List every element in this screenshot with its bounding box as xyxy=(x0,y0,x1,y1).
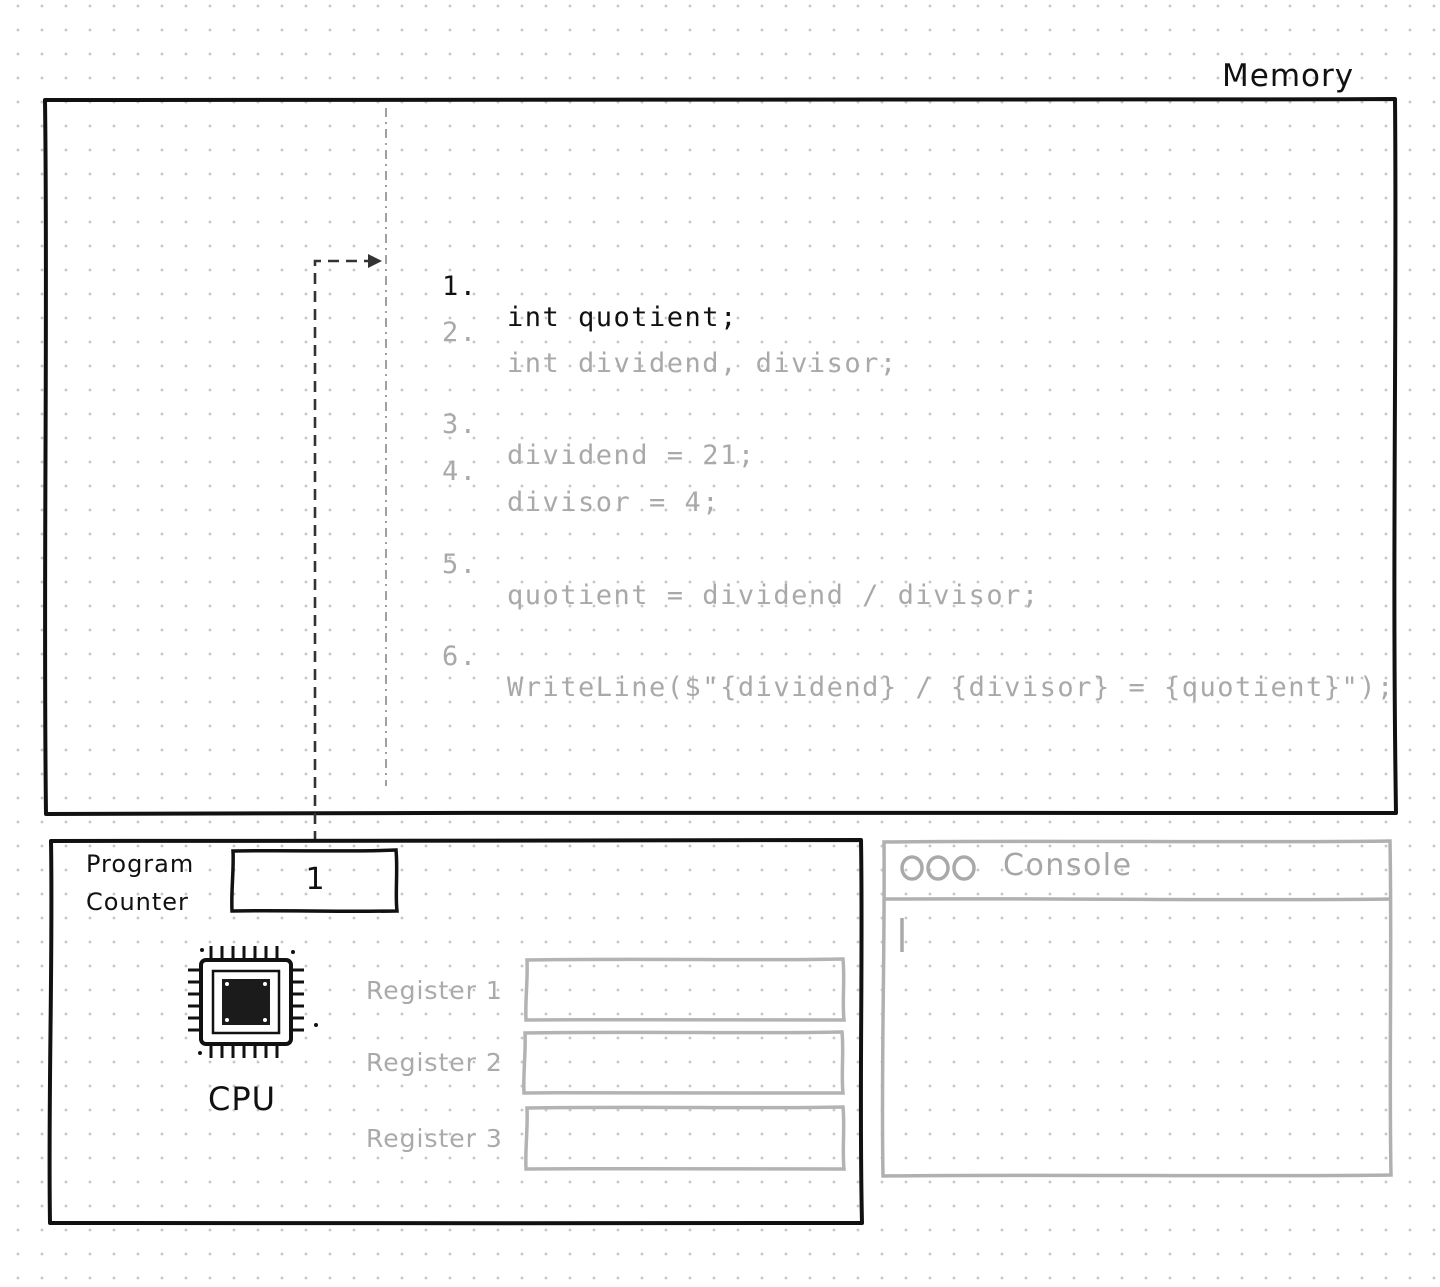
line-number: 1. xyxy=(442,271,478,302)
register-2-label: Register 2 xyxy=(366,1048,503,1077)
console-title: Console xyxy=(1003,848,1133,883)
line-code: int dividend, divisor; xyxy=(507,348,898,379)
line-number: 5. xyxy=(442,549,478,580)
code-line-4: 4. divisor = 4; xyxy=(0,425,719,549)
console-window xyxy=(880,839,1393,1178)
register-1-label: Register 1 xyxy=(366,976,503,1005)
line-number: 3. xyxy=(442,409,478,440)
line-number: 2. xyxy=(442,317,478,348)
memory-title: Memory xyxy=(1222,58,1355,94)
code-line-1: 1. int quotient; xyxy=(0,240,736,364)
line-code: int quotient; xyxy=(507,302,738,333)
program-counter-value: 1 xyxy=(305,862,325,897)
cpu-label: CPU xyxy=(207,1080,277,1118)
line-code: WriteLine($"{dividend} / {divisor} = {qu… xyxy=(507,672,1395,703)
register-3-label: Register 3 xyxy=(366,1124,503,1153)
code-line-2: 2. int dividend, divisor; xyxy=(0,286,896,410)
console-title-divider xyxy=(884,897,1391,902)
program-counter-label: Program Counter xyxy=(86,850,195,916)
pointer-arrowhead xyxy=(368,254,382,268)
line-code: quotient = dividend / divisor; xyxy=(507,580,1040,611)
line-number: 4. xyxy=(442,456,478,487)
cpu-chip-icon xyxy=(188,946,318,1058)
register-3-box xyxy=(524,1105,846,1172)
register-2-box xyxy=(522,1030,845,1096)
line-code: dividend = 21; xyxy=(507,440,756,471)
line-code: divisor = 4; xyxy=(507,487,721,518)
code-line-3: 3. dividend = 21; xyxy=(0,378,754,502)
line-number: 6. xyxy=(442,641,478,672)
window-controls-icon xyxy=(900,855,976,881)
code-line-6: 6. WriteLine($"{dividend} / {divisor} = … xyxy=(0,610,1393,734)
code-line-5: 5. quotient = dividend / divisor; xyxy=(0,518,1038,642)
register-1-box xyxy=(524,957,846,1023)
pointer-arrow-icon xyxy=(313,259,368,842)
